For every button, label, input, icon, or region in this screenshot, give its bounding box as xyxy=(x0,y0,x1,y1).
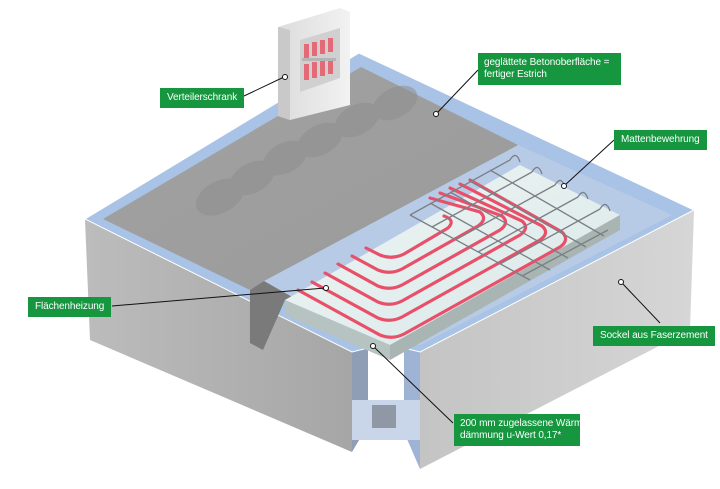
label-text: Mattenbewehrung xyxy=(621,134,700,145)
leader-betonoberflaeche xyxy=(436,69,479,114)
cutaway-step xyxy=(372,405,396,428)
leader-waermedaemmung xyxy=(373,346,454,424)
pipe-loop xyxy=(323,186,528,306)
label-text: Verteilerschrank xyxy=(167,92,238,103)
label-text: Sockel aus Faserzement xyxy=(600,330,708,341)
label-text: dämmung u-Wert 0,17* xyxy=(460,430,562,441)
label-text: geglättete Betonoberfläche = xyxy=(484,57,610,68)
label-mattenbewehrung: Mattenbewehrung xyxy=(614,130,707,150)
concrete-smudges xyxy=(195,85,418,216)
pipe-loop xyxy=(364,214,453,259)
label-waermedaemmung: 200 mm zugelassene Wärme- dämmung u-Wert… xyxy=(454,414,591,446)
label-text: 200 mm zugelassene Wärme- xyxy=(460,418,591,429)
leader-flaechenheizung xyxy=(111,287,326,307)
label-betonoberflaeche: geglättete Betonoberfläche = fertiger Es… xyxy=(478,53,621,85)
rebar-mesh xyxy=(409,154,611,281)
pipe-loop xyxy=(350,196,486,274)
label-flaechenheizung: Flächenheizung xyxy=(28,297,112,317)
leader-lines xyxy=(111,69,661,424)
concrete-surface xyxy=(103,67,518,290)
base-walls xyxy=(85,210,694,469)
leader-verteilerschrank xyxy=(243,76,285,97)
label-text: fertiger Estrich xyxy=(484,69,547,80)
pipe-loop xyxy=(310,182,548,322)
label-text: Flächenheizung xyxy=(35,301,105,312)
distribution-cabinet xyxy=(278,8,350,120)
label-verteilerschrank: Verteilerschrank xyxy=(160,88,245,108)
leader-mattenbewehrung xyxy=(564,139,615,186)
cabinet-manifold xyxy=(304,38,333,80)
right-front-wall xyxy=(420,210,694,469)
leader-sockel xyxy=(621,282,661,324)
pipe-loop xyxy=(336,191,508,290)
left-front-wall xyxy=(85,219,352,452)
label-sockel: Sockel aus Faserzement xyxy=(593,326,715,346)
